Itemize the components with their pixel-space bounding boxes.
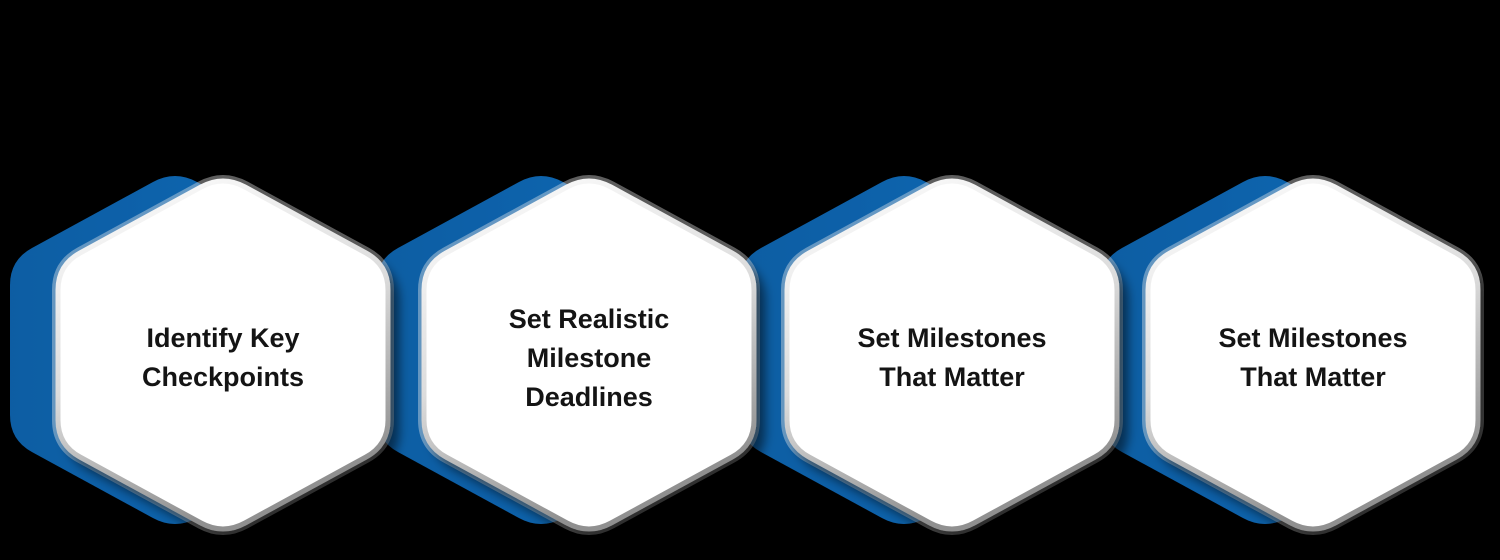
hexagon-shape-3: [739, 175, 1123, 535]
hexagon-step-4: Set Milestones That Matter: [1100, 175, 1484, 535]
label-line: Checkpoints: [141, 362, 305, 392]
white-hexagon-shape: [421, 178, 757, 532]
hexagon-step-2: Set Realistic Milestone Deadlines: [376, 175, 760, 535]
white-hexagon-shape: [784, 178, 1120, 532]
hexagon-step-3: Set Milestones That Matter: [739, 175, 1123, 535]
hexagon-step-label: Identify Key Checkpoints: [58, 175, 388, 535]
hexagon-shape-2: [376, 175, 760, 535]
label-line: Identify Key: [146, 323, 300, 353]
label-line: That Matter: [879, 362, 1025, 392]
white-hexagon-shape: [55, 178, 391, 532]
hexagon-step-label: Set Realistic Milestone Deadlines: [424, 175, 754, 535]
hexagon-step-label: Set Milestones That Matter: [1148, 175, 1478, 535]
label-line: Set Realistic: [508, 303, 670, 334]
label-line: Set Milestones: [857, 323, 1047, 353]
hexagon-shape-4: [1100, 175, 1484, 535]
label-line: Milestone: [526, 342, 652, 373]
label-line: That Matter: [1240, 362, 1386, 392]
hexagon-shape-1: [10, 175, 394, 535]
label-line: Deadlines: [525, 381, 653, 412]
hexagon-step-label: Set Milestones That Matter: [787, 175, 1117, 535]
white-hexagon-shape: [1145, 178, 1481, 532]
label-line: Set Milestones: [1218, 323, 1408, 353]
hexagon-step-1: Identify Key Checkpoints: [10, 175, 394, 535]
